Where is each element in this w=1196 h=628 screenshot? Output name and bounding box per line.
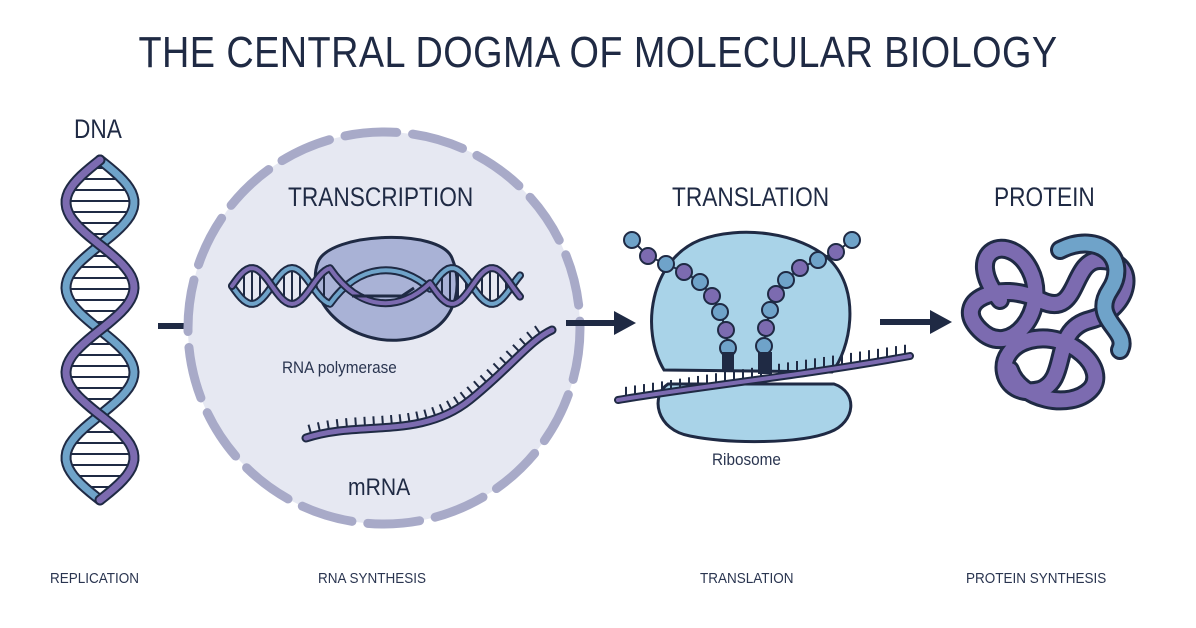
- amino-acid-bead: [703, 287, 721, 305]
- label-translation: TRANSLATION: [672, 182, 830, 212]
- mrna-strand: [301, 325, 557, 443]
- amino-acid-bead: [639, 247, 657, 265]
- amino-acid-bead: [809, 251, 827, 269]
- amino-acid-bead: [711, 303, 729, 321]
- amino-acid-bead: [761, 301, 779, 319]
- label-mrna: mRNA: [348, 474, 411, 501]
- amino-acid-bead: [623, 231, 641, 249]
- transcription-dna: [228, 263, 524, 309]
- amino-acid-bead: [777, 271, 795, 289]
- amino-acid-bead: [717, 321, 735, 339]
- label-ribosome: Ribosome: [712, 450, 781, 469]
- peptide-chains: [623, 231, 861, 374]
- amino-acid-bead: [675, 263, 693, 281]
- amino-acid-bead: [755, 337, 773, 355]
- amino-acid-bead: [657, 255, 675, 273]
- label-protein: PROTEIN: [994, 182, 1095, 212]
- dna-helix: [60, 154, 140, 506]
- arrow-translation-to-protein: [880, 310, 952, 334]
- label-dna: DNA: [74, 114, 122, 144]
- amino-acid-bead: [843, 231, 861, 249]
- amino-acid-bead: [757, 319, 775, 337]
- label-translation-process: TRANSLATION: [700, 570, 794, 587]
- label-protein-synthesis: PROTEIN SYNTHESIS: [966, 570, 1107, 587]
- ribosome-mrna: [614, 344, 914, 404]
- diagram-title: THE CENTRAL DOGMA OF MOLECULAR BIOLOGY: [138, 28, 1058, 77]
- amino-acid-bead: [691, 273, 709, 291]
- folded-protein: [961, 233, 1136, 411]
- trna-anchor: [722, 352, 734, 372]
- label-replication: REPLICATION: [50, 570, 140, 587]
- label-rna-polymerase: RNA polymerase: [282, 358, 397, 377]
- amino-acid-bead: [827, 243, 845, 261]
- arrow-transcription-to-translation: [566, 311, 636, 335]
- label-rna-synthesis: RNA SYNTHESIS: [318, 570, 427, 587]
- amino-acid-bead: [791, 259, 809, 277]
- amino-acid-bead: [767, 285, 785, 303]
- label-transcription: TRANSCRIPTION: [288, 182, 474, 212]
